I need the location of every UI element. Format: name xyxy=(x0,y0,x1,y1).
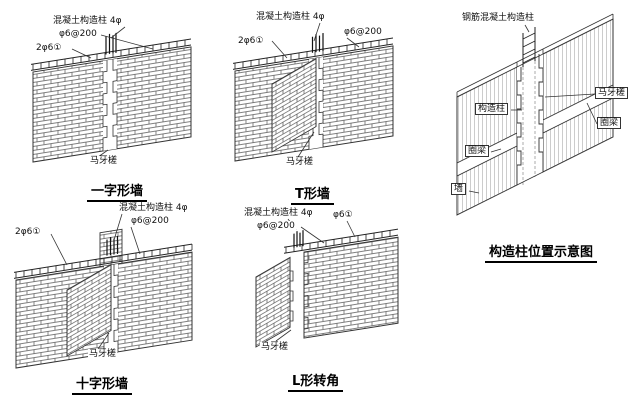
label-tie-bar-spec: 2φ6① xyxy=(35,43,63,54)
label-ring-beam-left: 圈梁 xyxy=(465,145,490,158)
tie-bar-band xyxy=(31,38,191,71)
column-toothing xyxy=(102,59,118,151)
straight-wall-drawing xyxy=(31,26,192,163)
label-toothing: 马牙槎 xyxy=(88,349,118,360)
column-dowel-bars xyxy=(293,230,304,248)
diagram-t-wall: 混凝土构造柱 4φ 2φ6① φ6@200 马牙槎 T形墙 xyxy=(225,5,405,205)
column-recess xyxy=(103,58,117,151)
diagram-title-cross: 十字形墙 xyxy=(72,373,133,395)
label-stirrup-spec: φ6@200 xyxy=(58,29,98,40)
l-corner-drawing xyxy=(255,218,399,348)
label-toothing: 马牙槎 xyxy=(89,156,119,167)
label-stirrup-spec: φ6@200 xyxy=(343,27,383,38)
brick-wall xyxy=(303,236,399,339)
diagram-title-l-corner: L形转角 xyxy=(288,370,344,392)
tie-bar-band xyxy=(14,243,192,279)
label-stirrup-spec: φ6@200 xyxy=(256,221,296,232)
label-tie-bar-spec: 2φ6① xyxy=(237,36,265,47)
column-position-drawing xyxy=(456,13,614,216)
label-toothing: 马牙槎 xyxy=(285,157,315,168)
diagram-title-t-wall: T形墙 xyxy=(291,183,334,205)
diagram-column-position: 钢筋混凝土构造柱 马牙槎 圈梁 构造柱 圈梁 墙 构造柱位置示意图 xyxy=(445,5,640,265)
column-toothing xyxy=(303,251,309,339)
t-wall-drawing xyxy=(233,22,394,162)
leader-lines xyxy=(50,213,141,350)
constructional-column xyxy=(517,54,543,185)
cross-wall-drawing xyxy=(14,213,193,369)
leader-lines xyxy=(468,24,598,194)
front-wing-wall xyxy=(271,57,317,153)
stirrup-ticks xyxy=(15,244,193,279)
diagram-straight-wall: 混凝土构造柱 4φ φ6@200 2φ6① 马牙槎 一字形墙 xyxy=(25,10,210,205)
ladder-ties xyxy=(522,32,536,64)
diagram-cross-wall: 混凝土构造柱 4φ φ6@200 2φ6① 马牙槎 十字形墙 xyxy=(10,200,210,400)
column-hidden-bars xyxy=(522,61,536,185)
leader-lines xyxy=(271,22,360,158)
label-tie-bar-spec: 2φ6① xyxy=(14,227,42,238)
corner-toothing xyxy=(289,261,294,327)
label-column: 构造柱 xyxy=(475,103,509,116)
stirrup-ticks xyxy=(32,39,186,71)
column-toothing xyxy=(516,54,544,185)
diagram-l-corner: 混凝土构造柱 4φ φ6@200 φ6① 马牙槎 L形转角 xyxy=(230,205,405,400)
stirrup-ticks xyxy=(285,230,391,253)
label-concrete-column: 混凝土构造柱 4φ xyxy=(255,12,326,23)
label-toothing: 马牙槎 xyxy=(260,342,290,353)
label-wall: 墙 xyxy=(451,183,467,196)
label-tie-bar-spec: φ6① xyxy=(332,210,354,221)
column-dowel-bars xyxy=(106,235,119,256)
diagram-title-position: 构造柱位置示意图 xyxy=(485,241,598,263)
stirrup-ticks xyxy=(234,38,388,70)
label-rc-column: 钢筋混凝土构造柱 xyxy=(461,13,536,24)
column-dowel-bars xyxy=(311,32,324,53)
diagram-title-straight: 一字形墙 xyxy=(87,180,148,202)
label-ring-beam-right: 圈梁 xyxy=(597,117,622,130)
label-concrete-column: 混凝土构造柱 4φ xyxy=(52,16,123,27)
label-stirrup-spec: φ6@200 xyxy=(130,216,170,227)
return-wing-wall xyxy=(255,256,291,348)
label-toothing: 马牙槎 xyxy=(595,87,629,100)
front-wing-wall xyxy=(66,263,112,357)
label-concrete-column: 混凝土构造柱 4φ xyxy=(243,208,314,219)
leader-lines xyxy=(71,26,154,158)
label-concrete-column: 混凝土构造柱 4φ xyxy=(118,203,189,214)
slab-top-edges xyxy=(456,13,614,186)
